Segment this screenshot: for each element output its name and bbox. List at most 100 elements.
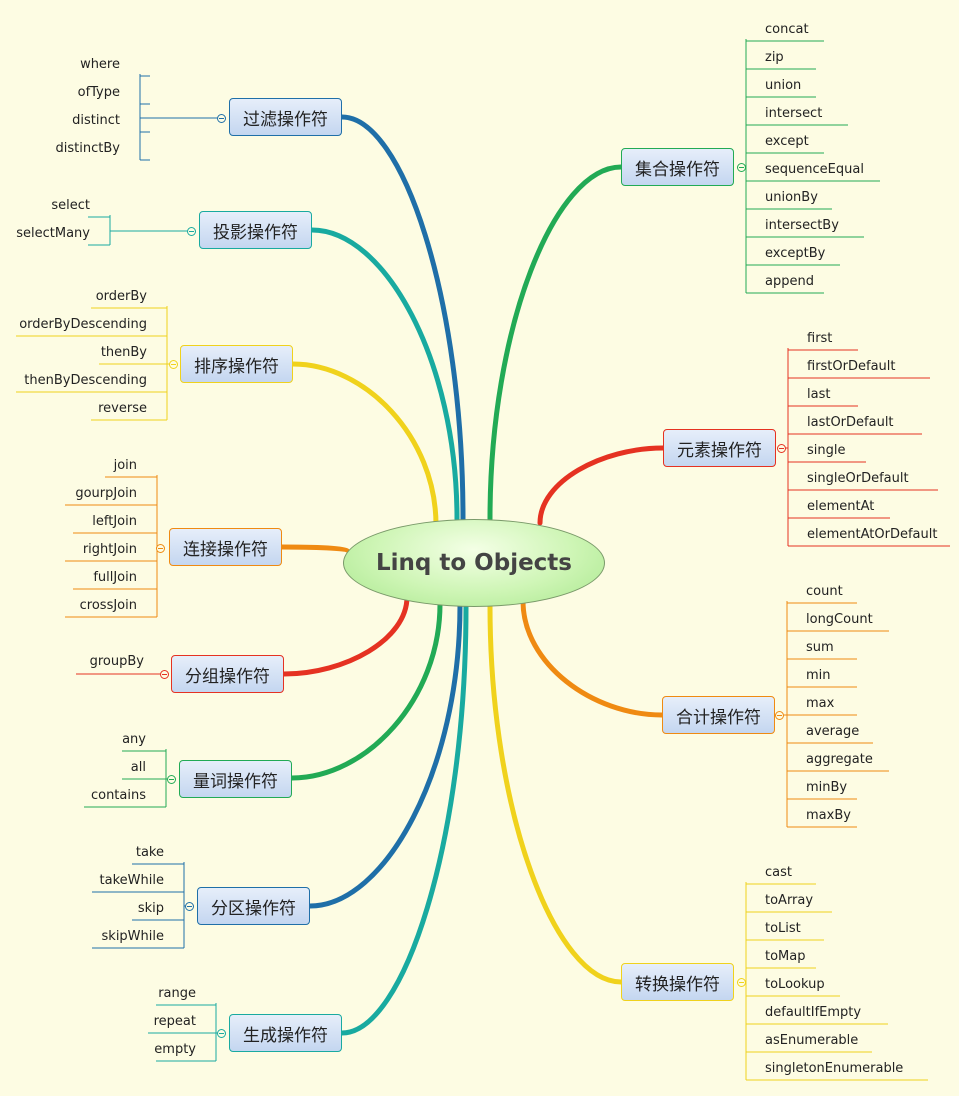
leaf-conversion-toArray[interactable]: toArray <box>765 893 814 908</box>
branch-connector-inner-partition <box>309 604 461 907</box>
leaf-element-singleOrDefault[interactable]: singleOrDefault <box>807 471 909 486</box>
leaf-set-unionBy[interactable]: unionBy <box>765 190 818 205</box>
topic-filter[interactable]: 过滤操作符 <box>229 98 342 136</box>
topic-projection[interactable]: 投影操作符 <box>199 211 312 249</box>
collapse-toggle-icon[interactable] <box>169 360 178 369</box>
leaf-sort-orderBy[interactable]: orderBy <box>95 289 147 304</box>
leaf-aggregate-average[interactable]: average <box>806 724 860 739</box>
leaf-sort-thenBy[interactable]: thenBy <box>100 345 147 360</box>
leaf-filter-distinctBy[interactable]: distinctBy <box>55 141 120 156</box>
leaf-element-last[interactable]: last <box>807 387 831 402</box>
leaf-generation-repeat[interactable]: repeat <box>153 1014 196 1029</box>
leaf-aggregate-minBy[interactable]: minBy <box>806 780 848 795</box>
leaf-set-concat[interactable]: concat <box>765 22 809 37</box>
branch-connector-inner-projection <box>311 229 458 520</box>
leaf-partition-skipWhile[interactable]: skipWhile <box>101 929 164 944</box>
leaf-join-join[interactable]: join <box>113 458 137 473</box>
collapse-toggle-icon[interactable] <box>187 227 196 236</box>
collapse-toggle-icon[interactable] <box>156 544 165 553</box>
branch-connector-inner-filter <box>341 116 464 520</box>
branch-connector-inner-sort <box>292 363 437 526</box>
leaf-sort-orderByDescending[interactable]: orderByDescending <box>19 317 147 332</box>
leaf-quantifier-any[interactable]: any <box>122 732 146 747</box>
leaf-set-except[interactable]: except <box>765 134 809 149</box>
branch-connector-inner-conversion <box>489 605 622 983</box>
collapse-toggle-icon[interactable] <box>167 775 176 784</box>
leaf-set-intersect[interactable]: intersect <box>765 106 823 121</box>
leaf-element-firstOrDefault[interactable]: firstOrDefault <box>807 359 896 374</box>
leaf-sort-thenByDescending[interactable]: thenByDescending <box>24 373 147 388</box>
leaf-aggregate-sum[interactable]: sum <box>806 640 834 655</box>
leaf-group-groupBy[interactable]: groupBy <box>89 654 144 669</box>
leaf-conversion-toMap[interactable]: toMap <box>765 949 806 964</box>
leaf-join-crossJoin[interactable]: crossJoin <box>79 598 137 613</box>
topic-group[interactable]: 分组操作符 <box>171 655 284 693</box>
leaf-partition-takeWhile[interactable]: takeWhile <box>99 873 164 888</box>
topic-set[interactable]: 集合操作符 <box>621 148 734 186</box>
leaf-aggregate-count[interactable]: count <box>806 584 843 599</box>
leaf-quantifier-contains[interactable]: contains <box>90 788 146 803</box>
leaf-element-first[interactable]: first <box>807 331 833 346</box>
collapse-toggle-icon[interactable] <box>775 711 784 720</box>
leaf-element-elementAt[interactable]: elementAt <box>807 499 875 514</box>
topic-element[interactable]: 元素操作符 <box>663 429 776 467</box>
leaf-quantifier-all[interactable]: all <box>130 760 146 775</box>
leaf-conversion-defaultIfEmpty[interactable]: defaultIfEmpty <box>765 1005 862 1020</box>
leaf-filter-distinct[interactable]: distinct <box>72 113 120 128</box>
leaf-partition-take[interactable]: take <box>135 845 164 860</box>
leaf-join-fullJoin[interactable]: fullJoin <box>93 570 137 585</box>
leaf-projection-select[interactable]: select <box>51 198 90 213</box>
leaf-set-exceptBy[interactable]: exceptBy <box>765 246 826 261</box>
collapse-toggle-icon[interactable] <box>777 444 786 453</box>
branch-connector-inner-group <box>283 596 408 675</box>
topic-conversion[interactable]: 转换操作符 <box>621 963 734 1001</box>
leaf-element-lastOrDefault[interactable]: lastOrDefault <box>807 415 894 430</box>
leaf-filter-where[interactable]: where <box>80 57 120 72</box>
topic-partition[interactable]: 分区操作符 <box>197 887 310 925</box>
branch-connector-inner-join <box>281 546 348 551</box>
leaf-aggregate-longCount[interactable]: longCount <box>806 612 873 627</box>
leaf-conversion-cast[interactable]: cast <box>765 865 792 880</box>
leaf-join-rightJoin[interactable]: rightJoin <box>82 542 137 557</box>
leaf-element-elementAtOrDefault[interactable]: elementAtOrDefault <box>807 527 938 542</box>
topic-aggregate[interactable]: 合计操作符 <box>662 696 775 734</box>
topic-quantifier[interactable]: 量词操作符 <box>179 760 292 798</box>
leaf-projection-selectMany[interactable]: selectMany <box>16 226 90 241</box>
leaf-set-intersectBy[interactable]: intersectBy <box>765 218 839 233</box>
leaf-aggregate-aggregate[interactable]: aggregate <box>806 752 873 767</box>
topic-generation[interactable]: 生成操作符 <box>229 1014 342 1052</box>
collapse-toggle-icon[interactable] <box>737 163 746 172</box>
leaf-set-union[interactable]: union <box>765 78 802 93</box>
leaf-join-leftJoin[interactable]: leftJoin <box>92 514 137 529</box>
collapse-toggle-icon[interactable] <box>217 1029 226 1038</box>
leaf-conversion-singletonEnumerable[interactable]: singletonEnumerable <box>765 1061 904 1076</box>
leaf-set-sequenceEqual[interactable]: sequenceEqual <box>765 162 864 177</box>
topic-join[interactable]: 连接操作符 <box>169 528 282 566</box>
leaf-join-gourpJoin[interactable]: gourpJoin <box>75 486 137 501</box>
leaf-set-zip[interactable]: zip <box>765 50 784 65</box>
leaf-partition-skip[interactable]: skip <box>137 901 164 916</box>
leaf-aggregate-max[interactable]: max <box>806 696 835 711</box>
leaf-filter-ofType[interactable]: ofType <box>77 85 120 100</box>
leaf-aggregate-min[interactable]: min <box>806 668 831 683</box>
leaf-conversion-toList[interactable]: toList <box>765 921 801 936</box>
collapse-toggle-icon[interactable] <box>737 978 746 987</box>
leaf-aggregate-maxBy[interactable]: maxBy <box>806 808 851 823</box>
leaf-sort-reverse[interactable]: reverse <box>98 401 147 416</box>
leaf-generation-empty[interactable]: empty <box>154 1042 196 1057</box>
branch-connector-inner-quantifier <box>291 603 441 779</box>
leaf-generation-range[interactable]: range <box>158 986 196 1001</box>
topic-sort[interactable]: 排序操作符 <box>180 345 293 383</box>
leaf-conversion-toLookup[interactable]: toLookup <box>765 977 825 992</box>
root-node[interactable]: Linq to Objects <box>343 519 605 607</box>
leaf-conversion-asEnumerable[interactable]: asEnumerable <box>765 1033 859 1048</box>
root-label: Linq to Objects <box>375 550 572 576</box>
collapse-toggle-icon[interactable] <box>185 902 194 911</box>
collapse-toggle-icon[interactable] <box>217 114 226 123</box>
branch-connector-inner-set <box>489 166 622 520</box>
leaf-element-single[interactable]: single <box>807 443 846 458</box>
collapse-toggle-icon[interactable] <box>160 670 169 679</box>
leaf-set-append[interactable]: append <box>765 274 814 289</box>
